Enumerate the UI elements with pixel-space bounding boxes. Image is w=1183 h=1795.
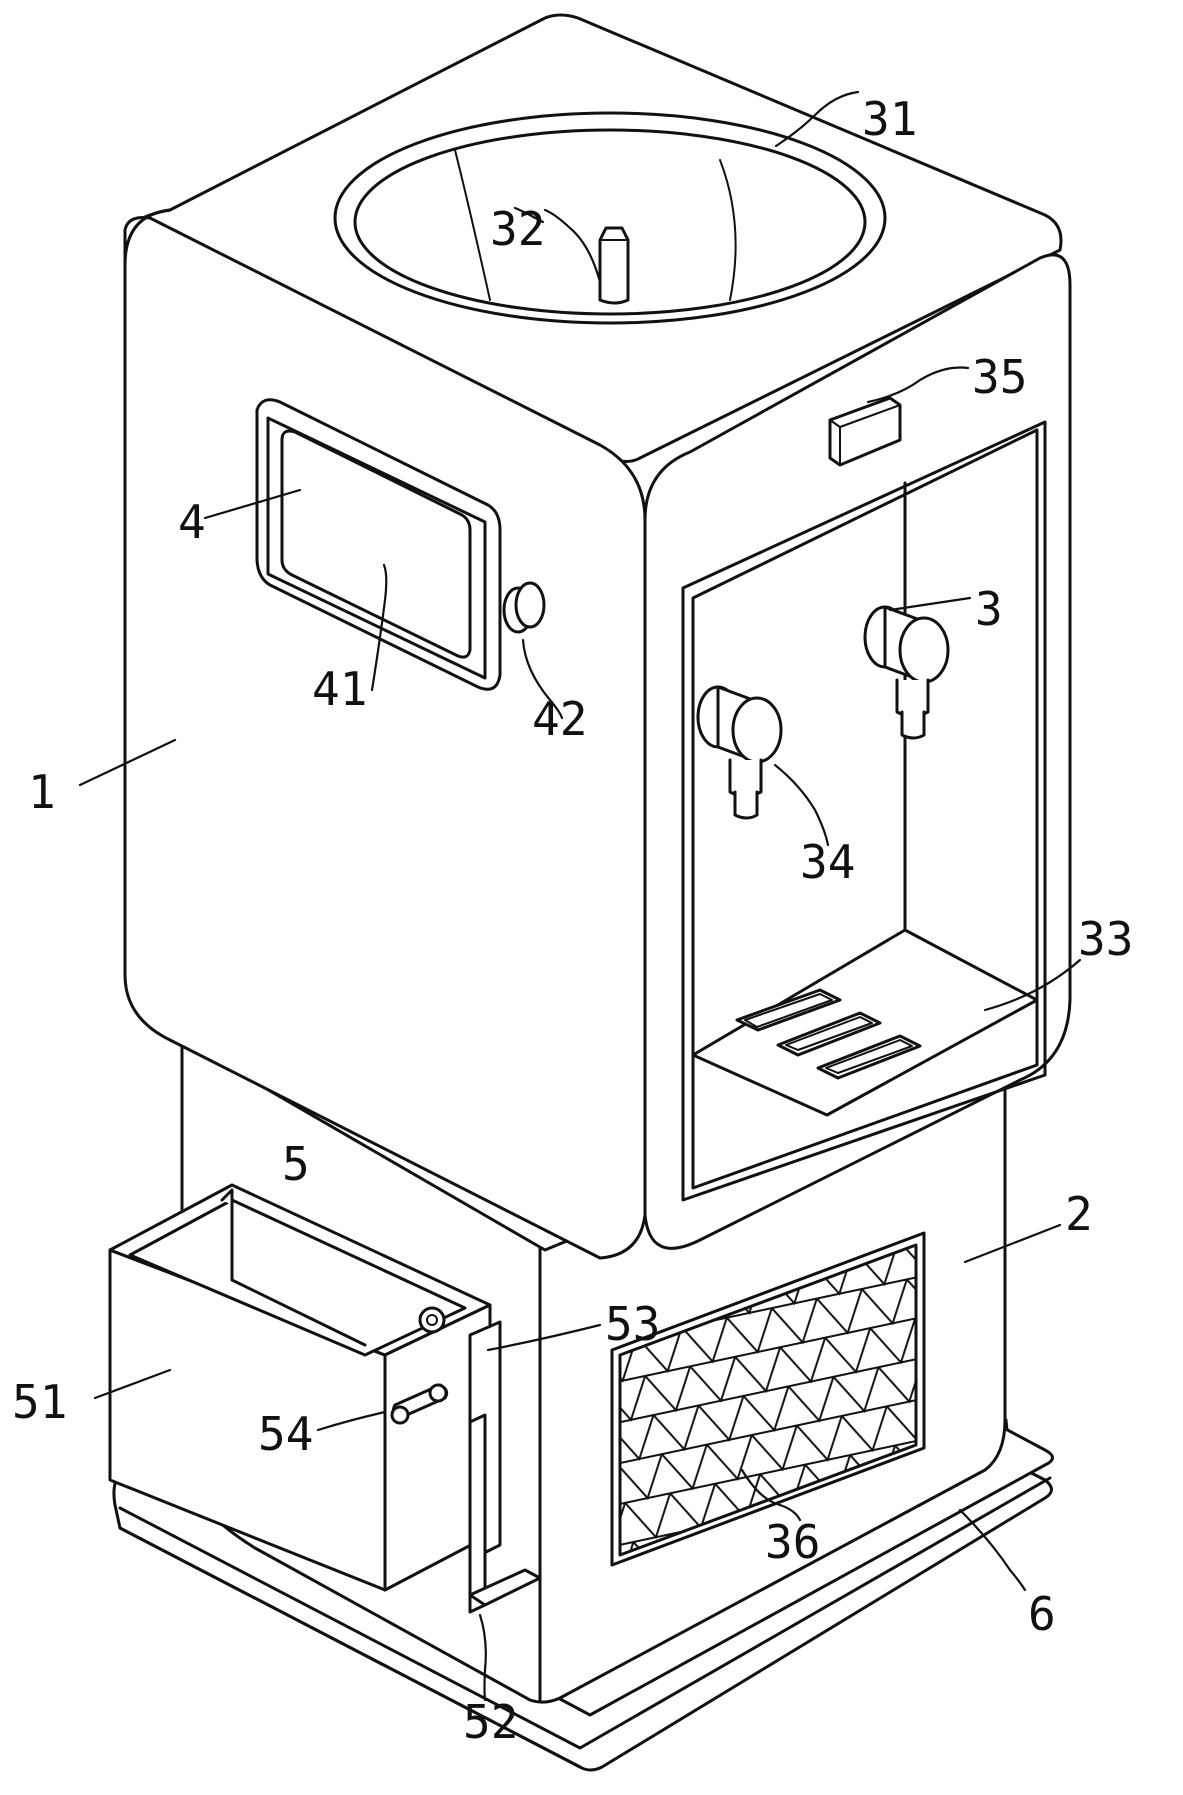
label-52: 52 bbox=[463, 1695, 518, 1749]
label-5: 5 bbox=[282, 1137, 310, 1191]
label-2: 2 bbox=[1065, 1187, 1093, 1241]
label-1: 1 bbox=[28, 765, 56, 819]
label-34: 34 bbox=[800, 835, 855, 889]
center-spike bbox=[600, 228, 628, 303]
label-33: 33 bbox=[1078, 912, 1133, 966]
label-53: 53 bbox=[605, 1297, 660, 1351]
label-31: 31 bbox=[862, 92, 917, 146]
label-51: 51 bbox=[12, 1375, 67, 1429]
label-32: 32 bbox=[490, 202, 545, 256]
label-6: 6 bbox=[1028, 1587, 1056, 1641]
label-3: 3 bbox=[975, 582, 1003, 636]
label-41: 41 bbox=[312, 662, 367, 716]
label-4: 4 bbox=[178, 495, 206, 549]
label-54: 54 bbox=[258, 1407, 313, 1461]
control-knob bbox=[504, 583, 544, 632]
label-35: 35 bbox=[972, 350, 1027, 404]
label-42: 42 bbox=[532, 692, 587, 746]
label-36: 36 bbox=[765, 1515, 820, 1569]
